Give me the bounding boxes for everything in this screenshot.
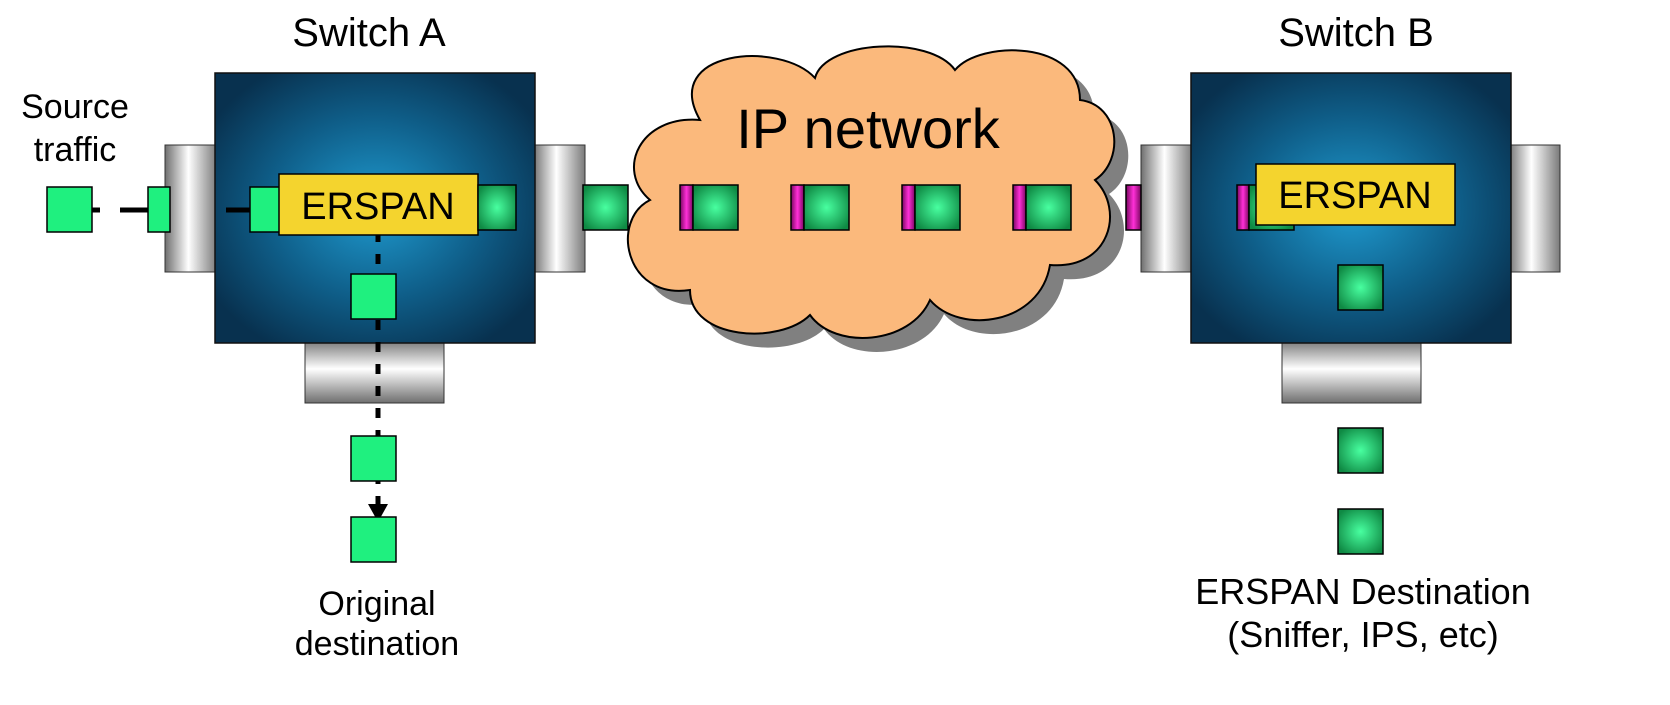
gre-header-1 (679, 184, 694, 231)
switch-b (1140, 72, 1561, 404)
switch-a-right-port (532, 144, 586, 273)
erspan-destination-line2: (Sniffer, IPS, etc) (1227, 614, 1498, 655)
switch-b-mirror-packet (1337, 264, 1384, 311)
network-label: IP network (736, 97, 1001, 160)
switch-b-left-port (1140, 144, 1194, 273)
switch-a-left-port (164, 144, 218, 273)
erspan-engine-a: ERSPAN (278, 173, 479, 236)
source-label-line2: traffic (34, 131, 117, 169)
source-label-line1: Source (21, 88, 129, 126)
erspan-destination-line1: ERSPAN Destination (1195, 571, 1530, 612)
erspan-engine-a-label: ERSPAN (301, 186, 454, 228)
arrow-head (368, 504, 388, 522)
switch-b-bottom-port (1281, 340, 1422, 404)
switch-a-bottom-port (304, 340, 445, 404)
cloud-body (626, 45, 1116, 339)
erspan-engine-b: ERSPAN (1255, 163, 1456, 226)
ip-network-cloud: IP network (626, 45, 1129, 352)
egress-packet (350, 435, 397, 482)
source-packet (46, 186, 93, 233)
ingress-packet (147, 186, 171, 233)
erspan-out-packet-2 (1337, 508, 1384, 555)
switch-b-right-port (1507, 144, 1561, 273)
encapsulated-packet-3 (914, 184, 961, 231)
encapsulated-packet-4 (1025, 184, 1072, 231)
gre-header-6 (1236, 184, 1250, 231)
encapsulated-packet-1 (692, 184, 739, 231)
encapsulated-packet-2 (803, 184, 850, 231)
switch-a (164, 72, 586, 404)
gre-header-2 (790, 184, 805, 231)
erspan-engine-b-label: ERSPAN (1278, 175, 1431, 217)
switch-a-forward-packet (350, 273, 397, 320)
destination-packet (350, 516, 397, 563)
switch-b-title: Switch B (1278, 11, 1434, 55)
gre-header-3 (901, 184, 916, 231)
original-destination-line2: destination (295, 625, 459, 663)
mirrored-packet-2 (582, 184, 629, 231)
gre-header-4 (1012, 184, 1027, 231)
gre-header-5 (1125, 184, 1142, 231)
erspan-engine-a-box (278, 173, 479, 236)
mirrored-packet-1 (477, 184, 517, 231)
original-destination-line1: Original (318, 585, 435, 623)
erspan-engine-b-box (1255, 163, 1456, 226)
switch-a-title: Switch A (292, 11, 446, 55)
erspan-out-packet-1 (1337, 427, 1384, 474)
